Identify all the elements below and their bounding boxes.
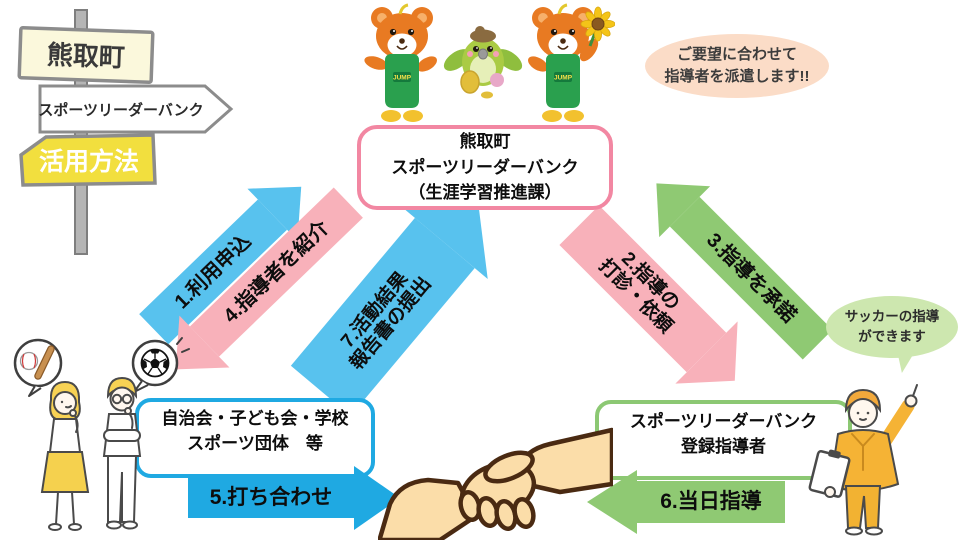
- dispatch-speech-bubble: ご要望に合わせて 指導者を派遣します!!: [645, 34, 829, 98]
- mascot-bear-right: JUMP: [528, 3, 599, 122]
- mascot-badge-label: JUMP: [554, 75, 573, 82]
- handshake-illustration: [378, 427, 613, 540]
- arrow-step5-meeting: 5.打ち合わせ: [188, 466, 400, 530]
- center-box-line3: （生涯学習推進課）: [408, 183, 562, 203]
- mascot-bird: [443, 26, 523, 99]
- registered-instructors-box: スポーツリーダーバンク 登録指導者: [595, 400, 852, 480]
- mascot-bears-and-bird-illustration: JUMP: [364, 3, 615, 122]
- community-people-illustration: [40, 376, 142, 531]
- signpost-bottom-sign: 活用方法: [19, 133, 157, 187]
- signpost-middle-sign: スポーツリーダーバンク: [38, 84, 234, 134]
- handshake-thumb: [483, 450, 535, 484]
- handshake-left-forearm: [378, 477, 479, 540]
- right-box-line1: スポーツリーダーバンク: [629, 411, 818, 431]
- soccer-thought-bubble: [131, 337, 190, 393]
- sunflower-icon: [580, 6, 615, 47]
- signpost-illustration: 熊取町 スポーツリーダーバンク 活用方法: [17, 9, 234, 255]
- arrow-step5-label: 5.打ち合わせ: [209, 486, 333, 510]
- left-box-line2: スポーツ団体 等: [187, 434, 323, 453]
- person-woman: [40, 380, 90, 531]
- baseball-bat-icon: [34, 345, 55, 380]
- signpost-middle-label: スポーツリーダーバンク: [38, 101, 203, 119]
- signpost-top-label: 熊取町: [46, 40, 125, 73]
- coach-bubble-line1: サッカーの指導: [844, 309, 940, 325]
- coach-bubble-line2: ができます: [858, 329, 926, 344]
- mascot-badge-label: JUMP: [393, 75, 412, 82]
- dispatch-bubble-line1: ご要望に合わせて: [676, 46, 797, 64]
- arrow-step6-instruction: 6.当日指導: [587, 470, 785, 534]
- baseball-thought-bubble: [13, 338, 63, 397]
- center-box-line2: スポーツリーダーバンク: [391, 157, 579, 177]
- dispatch-bubble-line2: 指導者を派遣します!!: [664, 68, 810, 85]
- center-box-line1: 熊取町: [459, 132, 511, 152]
- left-box-line1: 自治会・子ども会・学校: [161, 408, 349, 428]
- mascot-bear-left: JUMP: [364, 3, 437, 122]
- coach-speech-bubble: サッカーの指導 ができます: [826, 296, 958, 358]
- handshake-finger: [512, 496, 536, 530]
- baseball-icon: [19, 351, 39, 371]
- community-groups-box: 自治会・子ども会・学校 スポーツ団体 等: [135, 398, 375, 478]
- soccer-ball-icon: [140, 348, 170, 378]
- sparkle-lines: [176, 337, 190, 353]
- instructor-person-illustration: [808, 384, 918, 536]
- signpost-bottom-label: 活用方法: [39, 147, 139, 176]
- person-man: [102, 376, 142, 530]
- center-organization-box: 熊取町 スポーツリーダーバンク （生涯学習推進課）: [357, 125, 613, 210]
- arrow-step6-label: 6.当日指導: [660, 490, 762, 514]
- right-box-line2: 登録指導者: [681, 437, 766, 456]
- signpost-top-sign: 熊取町: [17, 26, 155, 84]
